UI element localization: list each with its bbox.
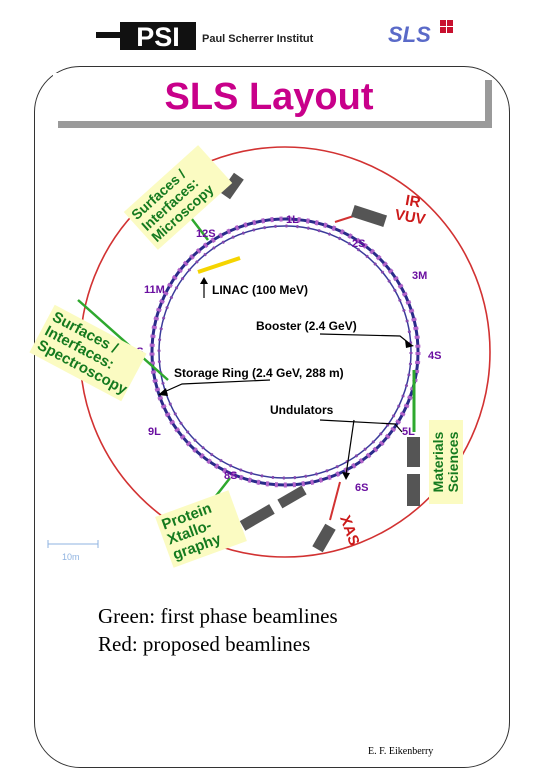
section-5L: 5L (402, 426, 415, 438)
hutch-microscopy (220, 172, 244, 200)
hutch-protein-1 (239, 504, 275, 531)
storage-ring-magnets (149, 216, 421, 488)
section-9L: 9L (148, 426, 161, 438)
psi-logo: PSI (96, 22, 196, 52)
section-4S: 4S (428, 350, 442, 362)
hutch-materials-1 (407, 437, 420, 467)
beamline-label-materials: Materials Sciences (429, 420, 463, 504)
hutch-ir-vuv (350, 205, 388, 227)
undulator-arrow-1 (319, 419, 403, 433)
undulators-label: Undulators (270, 403, 334, 417)
storage-ring-arrow (163, 379, 271, 393)
booster-ring (158, 225, 412, 479)
author-credit: E. F. Eikenberry (368, 746, 434, 757)
booster-arrow (319, 333, 411, 345)
section-3M: 3M (412, 270, 428, 282)
booster-ring-magnets (157, 224, 413, 480)
hutch-materials-2 (407, 474, 420, 506)
booster-label: Booster (2.4 GeV) (256, 319, 357, 333)
sls-logo: SLS (388, 20, 453, 47)
section-8S: 8S (224, 470, 238, 482)
label-line: Sciences (445, 431, 461, 493)
beamline-label-ir-vuv: IR VUV (393, 192, 429, 228)
linac (197, 256, 241, 274)
section-11M: 11M (144, 284, 165, 296)
beamline-surfaces-left (77, 299, 169, 381)
undulator-arrow-2 (345, 419, 355, 476)
psi-logo-text: PSI (136, 22, 180, 52)
institute-name: Paul Scherrer Institut (202, 33, 314, 45)
section-12S: 12S (196, 228, 216, 240)
section-1L: 1L (286, 214, 299, 226)
legend-red: Red: proposed beamlines (98, 632, 311, 656)
sls-cross-icon (440, 20, 453, 33)
beamline-xas (329, 481, 341, 521)
section-6S: 6S (355, 482, 369, 494)
linac-label: LINAC (100 MeV) (212, 283, 309, 297)
storage-ring-label: Storage Ring (2.4 GeV, 288 m) (174, 366, 344, 380)
label-line: Materials (430, 431, 446, 493)
section-2S: 2S (352, 238, 366, 250)
hutch-xas (312, 523, 336, 553)
sls-logo-text: SLS (388, 22, 431, 47)
hutch-protein-2 (277, 485, 307, 509)
scale-label: 10m (62, 552, 80, 562)
legend-green: Green: first phase beamlines (98, 604, 338, 628)
page-title: SLS Layout (53, 73, 485, 121)
page-frame (34, 66, 510, 768)
